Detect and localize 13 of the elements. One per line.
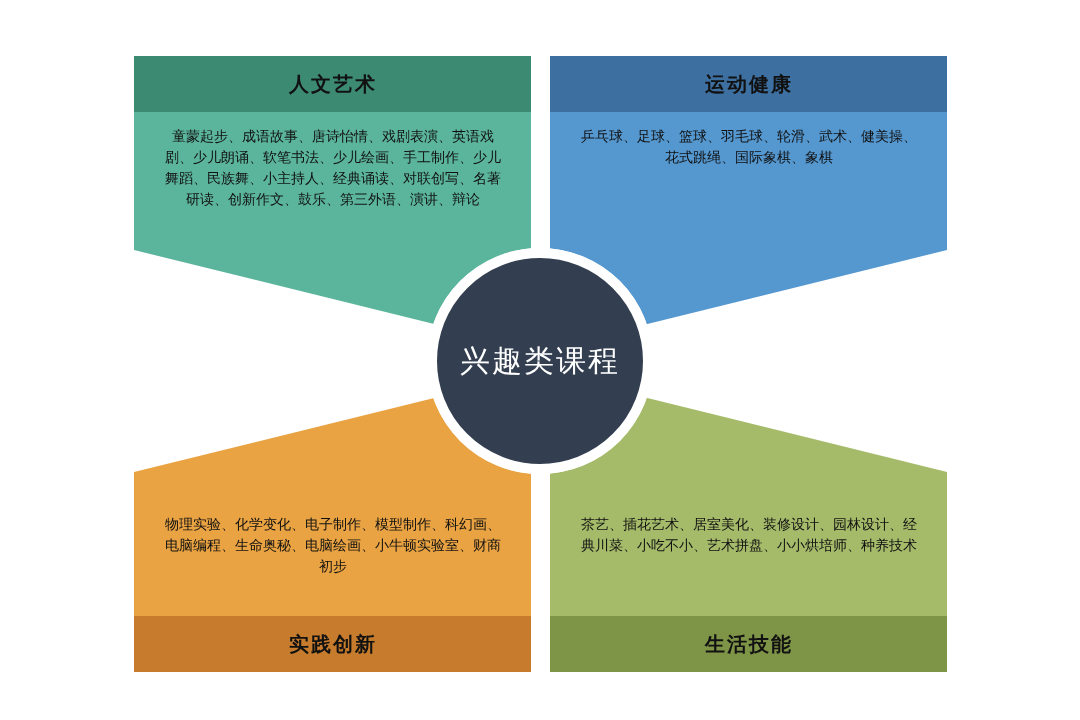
course-list: 乒乓球、足球、篮球、羽毛球、轮滑、武术、健美操、花式跳绳、国际象棋、象棋 <box>576 126 921 168</box>
category-panel <box>550 56 947 246</box>
course-list: 茶艺、插花艺术、居室美化、装修设计、园林设计、经典川菜、小吃不小、艺术拼盘、小小烘培师、种养技术 <box>576 514 921 556</box>
panel-heading: 人文艺术 <box>288 70 377 98</box>
course-list: 童蒙起步、成语故事、唐诗怡情、戏剧表演、英语戏剧、少儿朗诵、软笔书法、少儿绘画、手工制作、少儿舞蹈、民族舞、小主持人、经典诵读、对联创写、名著研读、创新作文、鼓乐、第三外语、演讲、辩论 <box>160 126 505 210</box>
center-title: 兴趣类课程 <box>460 341 620 380</box>
panel-heading: 生活技能 <box>704 630 793 658</box>
category-panel <box>134 476 531 672</box>
course-list: 物理实验、化学变化、电子制作、模型制作、科幻画、电脑编程、生命奥秘、电脑绘画、小牛顿实验室、财商初步 <box>160 514 505 577</box>
category-panel <box>134 56 531 246</box>
panel-heading: 实践创新 <box>288 630 377 658</box>
category-panel <box>550 476 947 672</box>
panel-heading: 运动健康 <box>704 70 793 98</box>
